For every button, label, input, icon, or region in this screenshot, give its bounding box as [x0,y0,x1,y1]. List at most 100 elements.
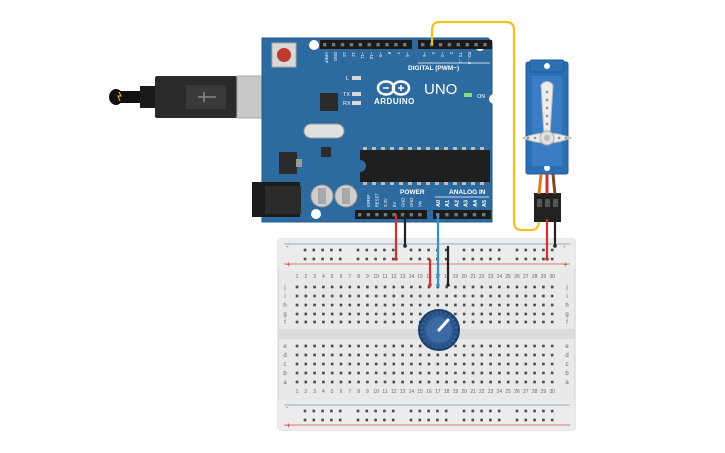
breadboard-hole [366,362,369,366]
header-pin [463,213,467,217]
breadboard-hole [313,312,316,316]
breadboard-hole [524,320,528,324]
header-pin [385,43,389,47]
breadboard-hole [542,285,545,289]
header-pin [394,43,398,47]
rail-hole [391,257,395,261]
column-number: 2 [304,389,307,395]
breadboard-hole [427,294,431,298]
rail-hole [321,409,324,413]
on-led [464,93,472,97]
breadboard-hole [357,320,360,324]
breadboard-hole [304,285,308,289]
rail-hole [409,248,413,252]
header-pin [367,43,371,47]
breadboard-hole [366,320,369,324]
breadboard-hole [392,380,396,384]
breadboard-hole [427,371,431,375]
breadboard-hole [515,294,519,298]
breadboard-hole [498,362,501,366]
breadboard-hole [418,285,422,289]
rail-hole [533,409,536,413]
reset-button-cap [277,48,291,62]
breadboard-hole [436,362,440,366]
rail-hole [542,257,545,261]
breadboard-hole [515,353,519,357]
breadboard-hole [374,303,378,307]
breadboard-hole [410,294,413,298]
led-l [352,76,361,80]
breadboard-hole [410,320,413,324]
breadboard-hole [313,285,316,289]
breadboard-hole [383,312,387,316]
breadboard-hole [506,344,510,348]
column-number: 7 [348,389,351,395]
breadboard-hole [436,303,440,307]
ic-pin [399,182,403,185]
rail-hole [444,409,448,413]
breadboard-hole [357,285,360,289]
row-letter: h [283,303,286,309]
rail-hole [330,418,333,422]
pin-label: GND [333,52,338,61]
breadboard-hole [506,353,510,357]
rail-hole [462,248,466,252]
pin-label: ~11 [360,52,365,59]
breadboard-hole [383,294,387,298]
servo-lead-wires [537,173,557,195]
rail-hole [497,248,501,252]
breadboard-hole [489,285,492,289]
column-number: 25 [505,274,511,280]
breadboard-hole [322,303,325,307]
analog-label: ANALOG IN [449,189,486,196]
breadboard-hole [339,294,343,298]
column-number: 26 [514,389,520,395]
rail-plus-label-bottom: + [286,421,291,430]
rail-hole [550,257,554,261]
column-number: 13 [400,389,406,395]
ic-pin [435,182,439,185]
rail-hole [436,418,439,422]
led-tx [352,92,361,96]
breadboard-hole [436,380,440,384]
breadboard-hole [489,312,492,316]
rail-hole [409,409,413,413]
breadboard-hole [322,285,325,289]
breadboard-hole [313,303,316,307]
breadboard-hole [330,371,334,375]
breadboard-hole [524,371,528,375]
column-number: 12 [391,389,397,395]
rail-hole [330,248,333,252]
breadboard-hole [506,380,510,384]
power-header [355,210,427,219]
column-number: 15 [417,274,423,280]
breadboard-hole [550,294,554,298]
analog-header [433,210,491,219]
rail-hole [471,257,475,261]
on-led-label: ON [477,94,485,100]
breadboard-hole [304,303,308,307]
breadboard-hole [304,312,308,316]
breadboard-hole [550,362,554,366]
breadboard-hole [462,285,466,289]
breadboard-hole [330,353,334,357]
ic-pin [363,182,367,185]
breadboard-hole [462,320,466,324]
rail-hole [365,409,369,413]
breadboard-hole [348,320,352,324]
column-number: 30 [549,274,555,280]
breadboard-hole [524,312,528,316]
breadboard-hole [348,362,352,366]
breadboard-hole [366,285,369,289]
rail-hole [515,257,519,261]
breadboard-hole [383,362,387,366]
breadboard-hole [322,371,325,375]
breadboard-hole [295,303,299,307]
small-chip [321,147,331,157]
column-number: 19 [453,389,459,395]
breadboard-hole [524,380,528,384]
breadboard-hole [498,320,501,324]
breadboard-hole [366,344,369,348]
rail-hole [497,409,501,413]
